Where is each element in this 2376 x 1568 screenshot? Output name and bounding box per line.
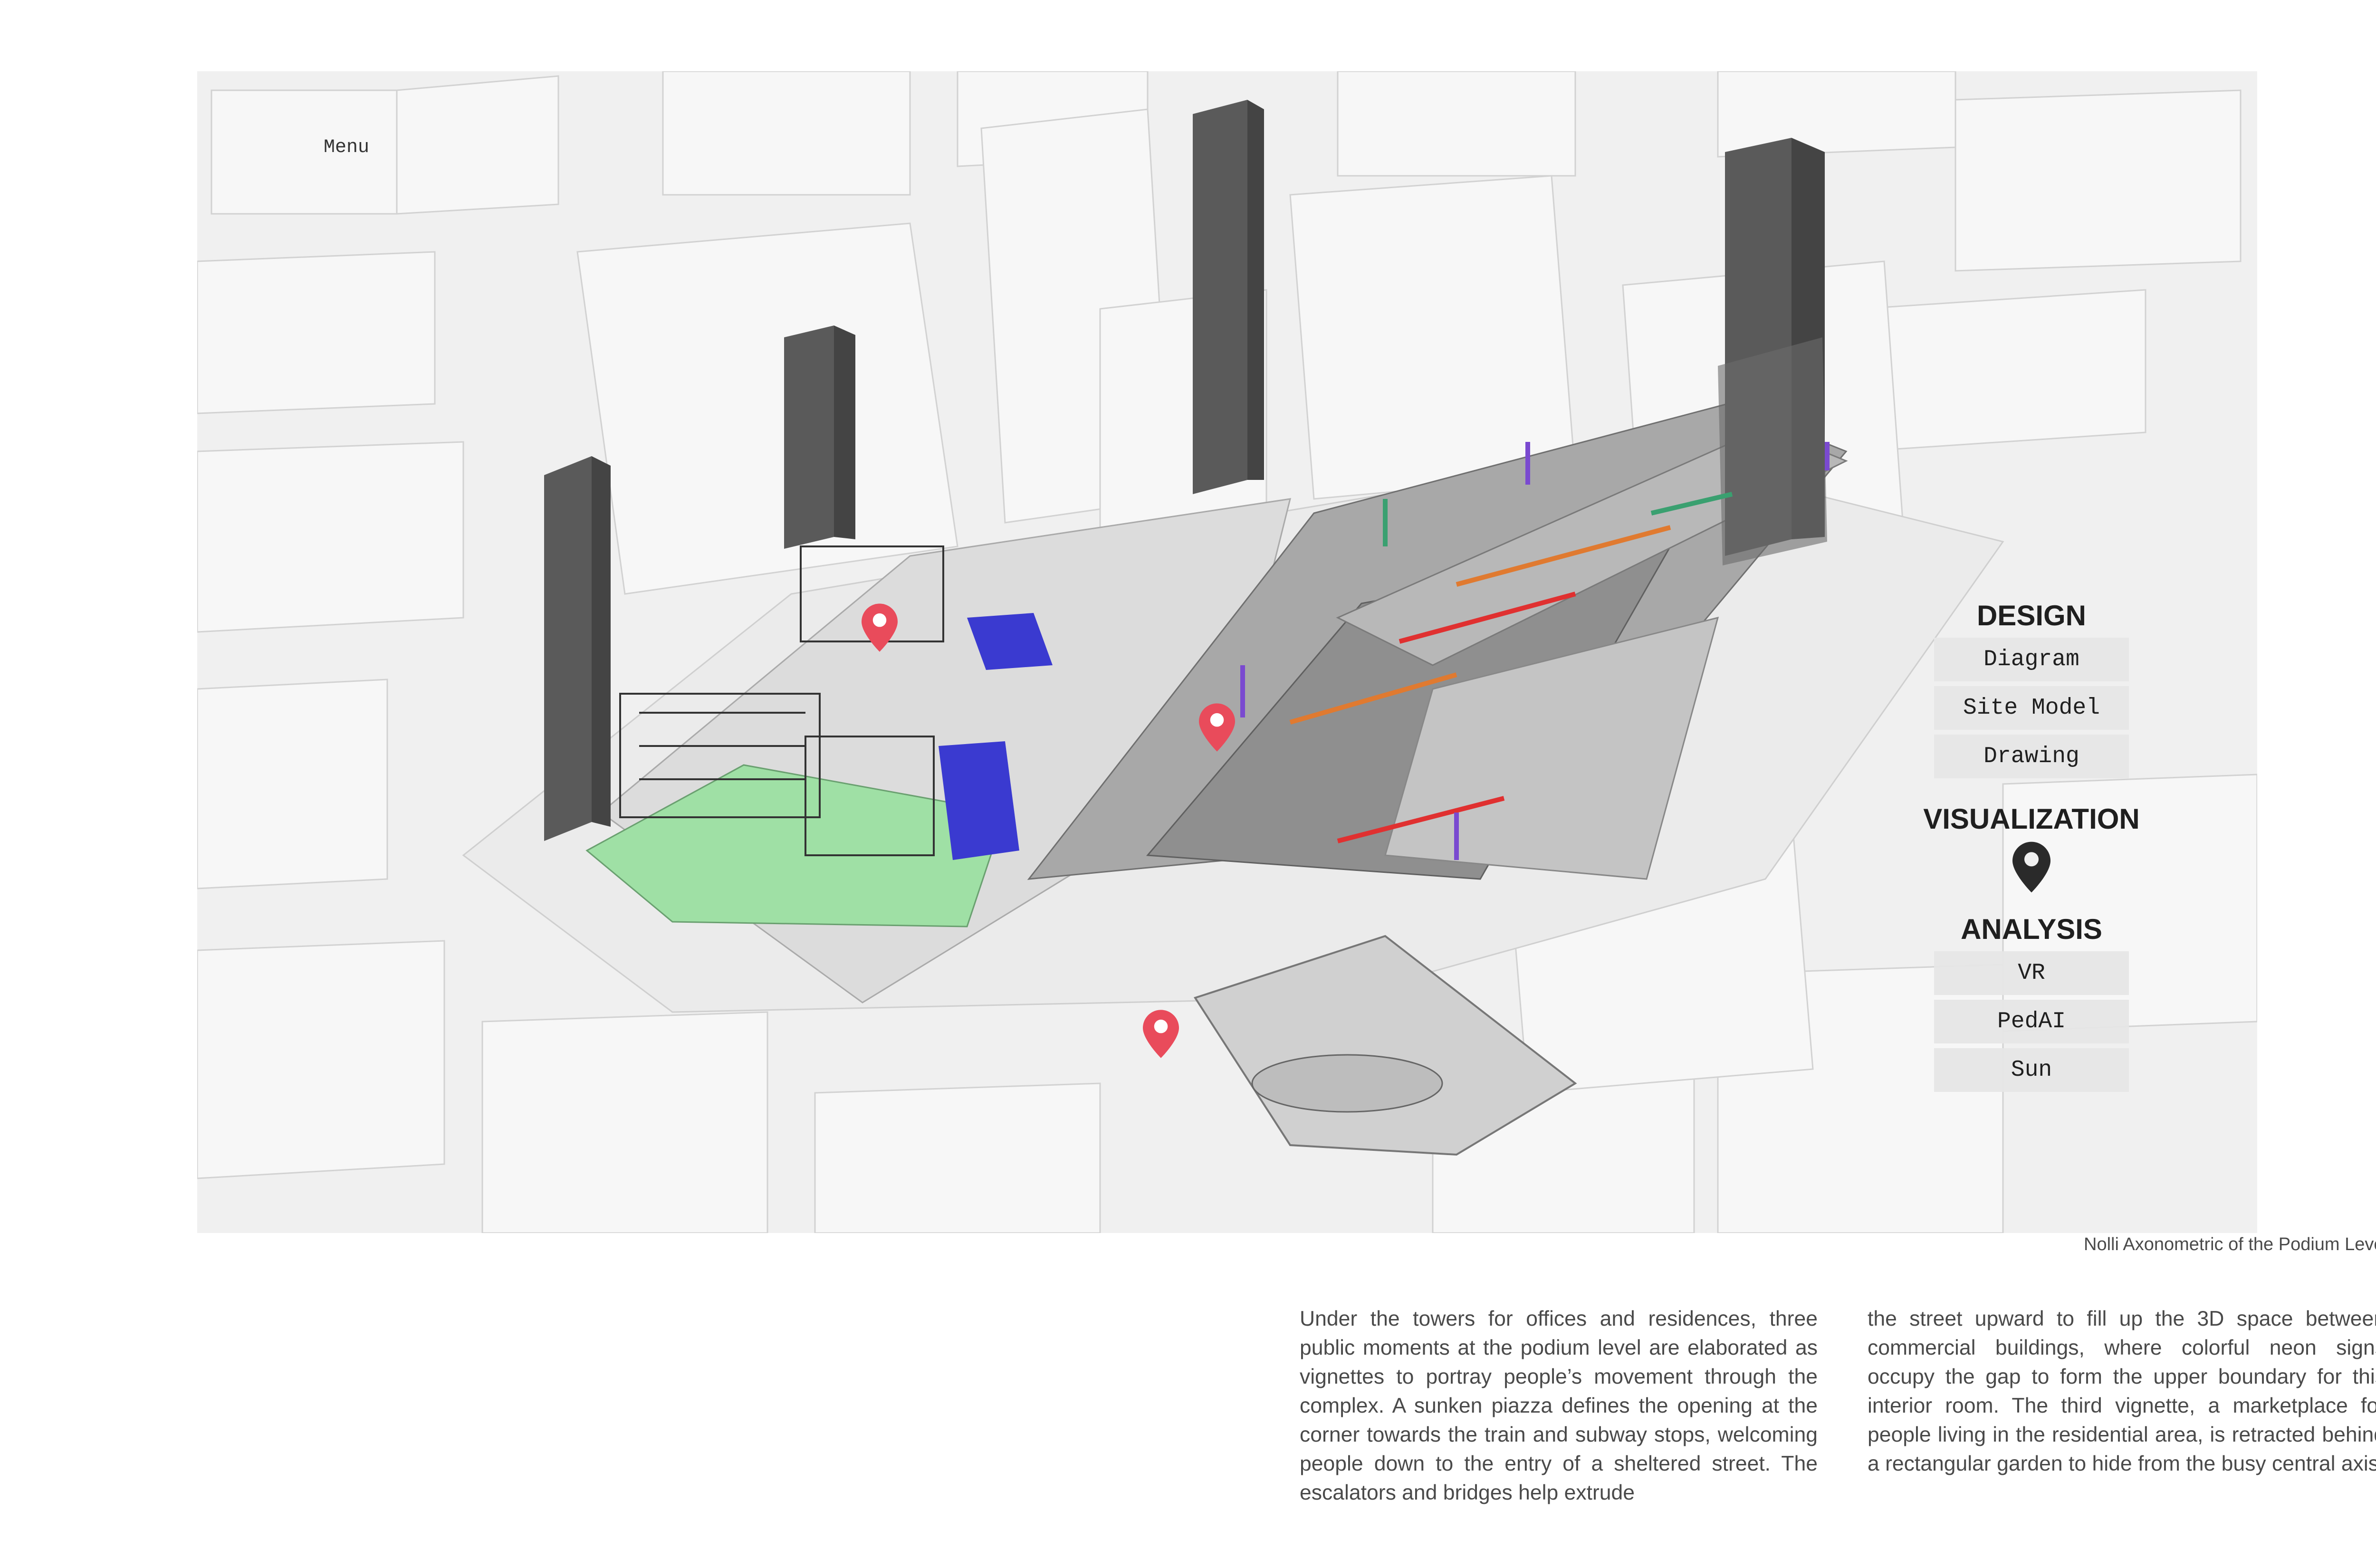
figure-caption: Nolli Axonometric of the Podium Level	[2084, 1234, 2376, 1254]
map-pin-icon[interactable]	[2012, 841, 2050, 893]
drawing-button[interactable]: Drawing	[1934, 735, 2129, 778]
vr-button[interactable]: VR	[1934, 951, 2129, 995]
neon-signs	[1240, 442, 1830, 860]
sunken-piazza	[1193, 935, 1577, 1156]
location-pin-icon[interactable]	[862, 603, 898, 652]
menu-button[interactable]: Menu	[324, 137, 370, 158]
context-buildings	[197, 71, 2257, 1233]
model-viewport[interactable]: Menu DESIGN Diagram Site Model Drawing V…	[197, 71, 2257, 1233]
axonometric-scene	[197, 71, 2257, 1233]
analysis-heading: ANALYSIS	[1961, 913, 2102, 945]
pool-1	[967, 613, 1053, 670]
location-pin-icon[interactable]	[1143, 1010, 1179, 1058]
design-heading: DESIGN	[1976, 600, 2087, 631]
location-pin-icon[interactable]	[1199, 703, 1235, 752]
pool-2	[939, 741, 1019, 860]
towers	[544, 100, 1827, 841]
sheltered-street	[1027, 403, 1848, 880]
body-text-column-1: Under the towers for offices and residen…	[1300, 1307, 1818, 1504]
sun-button[interactable]: Sun	[1934, 1048, 2129, 1092]
body-text-column-2: the street upward to fill up the 3D spac…	[1868, 1307, 2376, 1475]
visualization-heading: VISUALIZATION	[1923, 803, 2140, 835]
diagram-button[interactable]: Diagram	[1934, 638, 2129, 681]
site-model-button[interactable]: Site Model	[1934, 686, 2129, 730]
pedai-button[interactable]: PedAI	[1934, 1000, 2129, 1043]
side-panel: DESIGN Diagram Site Model Drawing VISUAL…	[1884, 599, 2179, 1092]
